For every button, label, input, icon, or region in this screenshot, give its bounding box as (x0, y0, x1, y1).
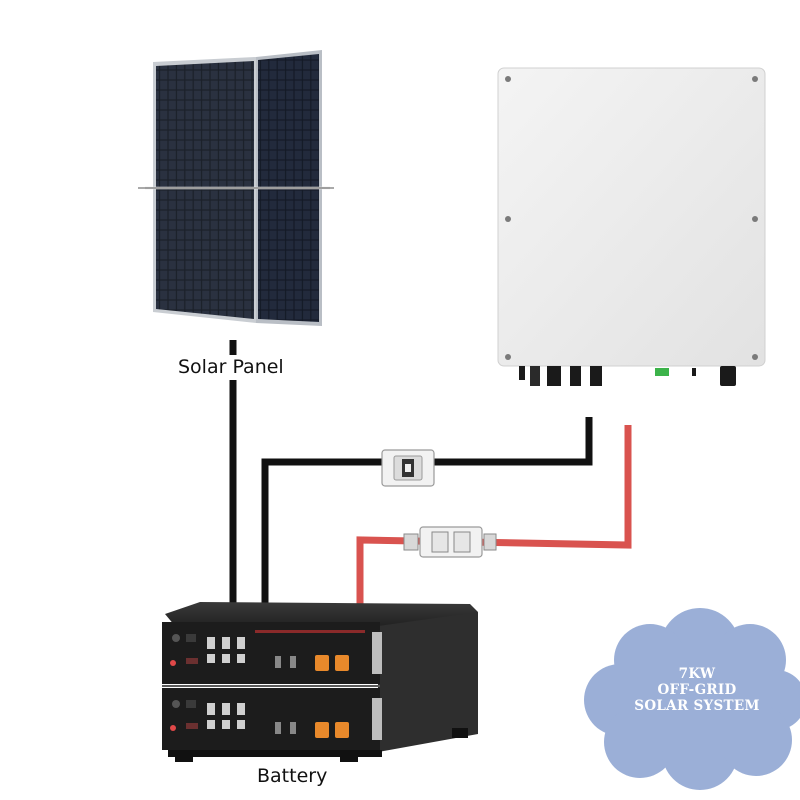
green-terminal (655, 368, 669, 376)
terminal-orange (315, 655, 329, 671)
battery-base (168, 750, 382, 757)
system-badge: 7KW OFF-GRID SOLAR SYSTEM (584, 608, 800, 790)
inverter-screw (505, 76, 511, 82)
red-cable-fuse (403, 526, 497, 558)
inverter-connectors (519, 366, 736, 386)
battery-label: Battery (257, 765, 327, 787)
inverter-body (497, 67, 766, 367)
terminal-orange (335, 722, 349, 738)
solar-panel (138, 50, 334, 326)
inverter-screw (752, 76, 758, 82)
badge-line-2: OFF-GRID (657, 682, 736, 698)
terminal-orange (315, 722, 329, 738)
upper-module-panel (170, 630, 365, 671)
badge-line-1: 7KW (679, 666, 716, 682)
battery-top-surface (165, 602, 478, 626)
battery-stack (162, 602, 478, 762)
inverter-screw (752, 354, 758, 360)
battery-side (378, 612, 478, 752)
badge-line-3: SOLAR SYSTEM (634, 698, 759, 714)
panel-cells-left (156, 61, 254, 319)
battery-module-lower (162, 688, 380, 750)
lower-module-panel (170, 700, 349, 738)
solar-panel-label: Solar Panel (178, 356, 284, 378)
cloud-shape (584, 608, 800, 790)
inverter-screw (752, 216, 758, 222)
black-cable (261, 417, 593, 610)
inverter-screw (505, 216, 511, 222)
inverter-screw (505, 354, 511, 360)
terminal-orange (335, 655, 349, 671)
inverter (497, 67, 766, 386)
black-cable-breaker (381, 449, 435, 487)
